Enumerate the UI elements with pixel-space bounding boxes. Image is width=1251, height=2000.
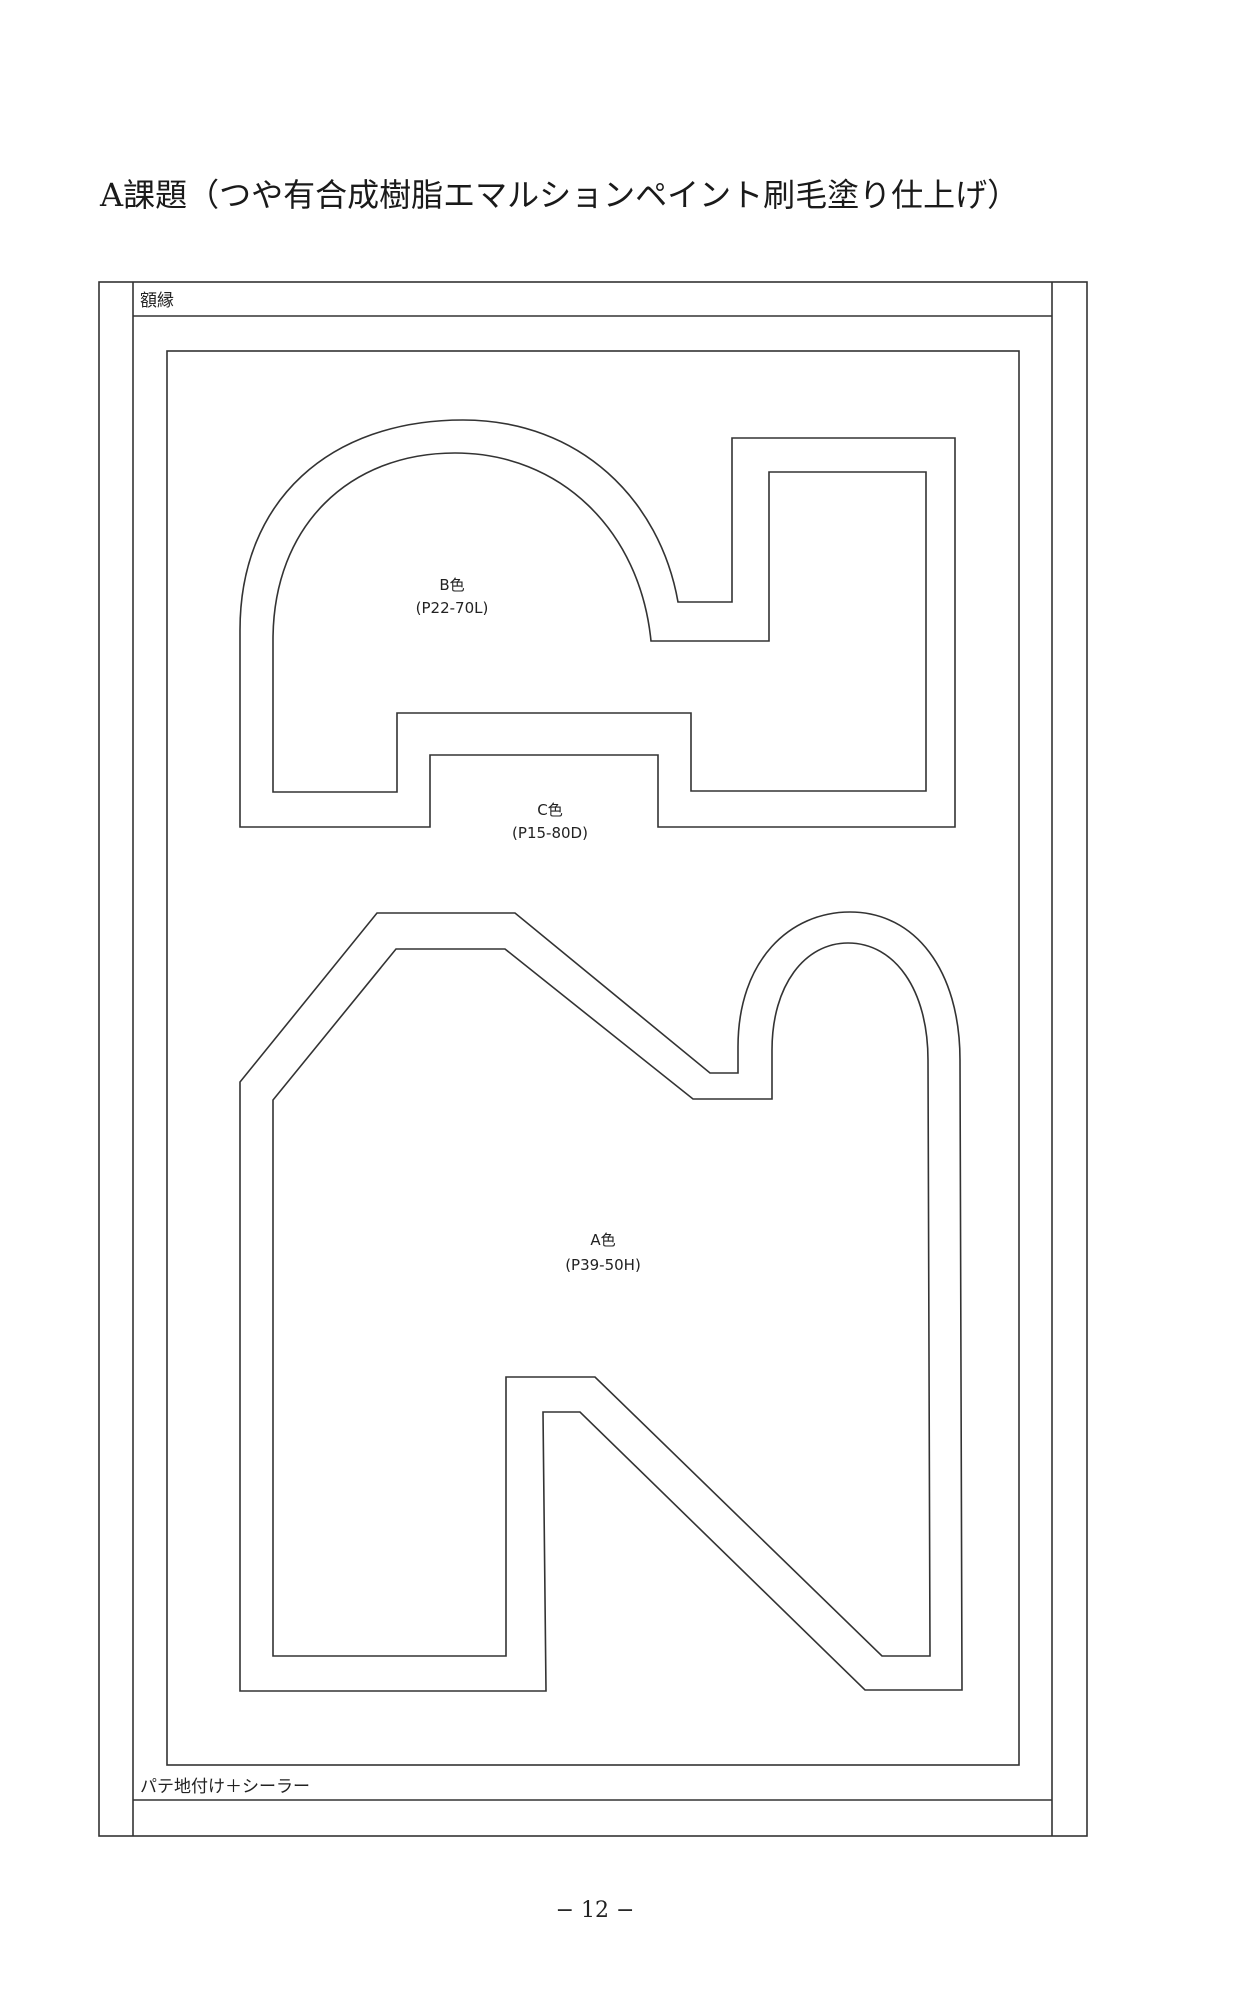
region-c-name: C色 (537, 801, 562, 819)
shape-a-outer (239, 911, 963, 1692)
region-c-code: (P15-80D) (512, 824, 588, 842)
outer-frame (98, 281, 1088, 1837)
region-a-name: A色 (590, 1231, 615, 1249)
shape-b-outer (239, 419, 956, 828)
frame-bottom-label: パテ地付け＋シーラー (140, 1777, 310, 1797)
shape-b-inner (272, 452, 927, 793)
region-a-code: (P39-50H) (565, 1256, 641, 1274)
region-b-name: B色 (439, 576, 464, 594)
page-title: A課題（つや有合成樹脂エマルションペイント刷毛塗り仕上げ） (100, 176, 1020, 214)
page-number: − 12 − (555, 1898, 635, 1923)
region-b-code: (P22-70L) (416, 599, 489, 617)
shape-a-inner (272, 942, 931, 1657)
inner-panel (166, 350, 1020, 1766)
frame-top-label: 額縁 (140, 291, 174, 311)
